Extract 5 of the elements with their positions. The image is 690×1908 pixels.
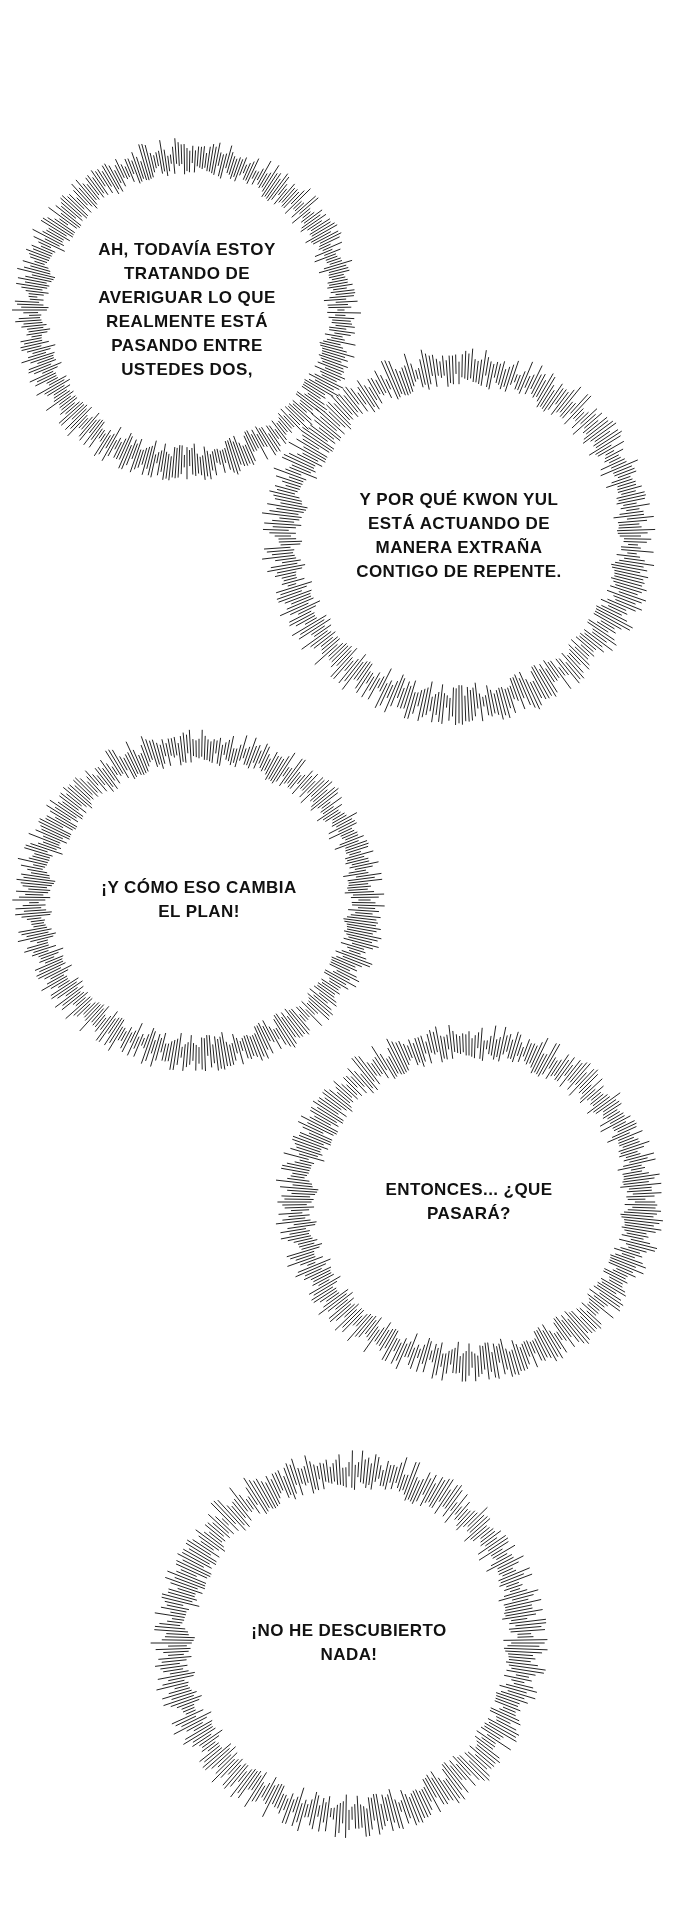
bubble-text: ENTONCES... ¿QUE PASARÁ? — [384, 1179, 554, 1225]
bubble-text: AH, TODAVÍA ESTOY TRATANDO DE AVERIGUAR LO QUE REALMENTE ESTÁ PASANDO ENTRE USTEDES DOS, — [97, 239, 277, 381]
bubble-text: ¡NO HE DESCUBIERTO NADA! — [250, 1620, 448, 1666]
bubble-text: Y POR QUÉ KWON YUL ESTÁ ACTUANDO DE MANERA EXTRAÑA CONTIGO DE REPENTE. — [355, 489, 563, 583]
bubble-text: ¡Y CÓMO ESO CAMBIA EL PLAN! — [100, 877, 298, 923]
